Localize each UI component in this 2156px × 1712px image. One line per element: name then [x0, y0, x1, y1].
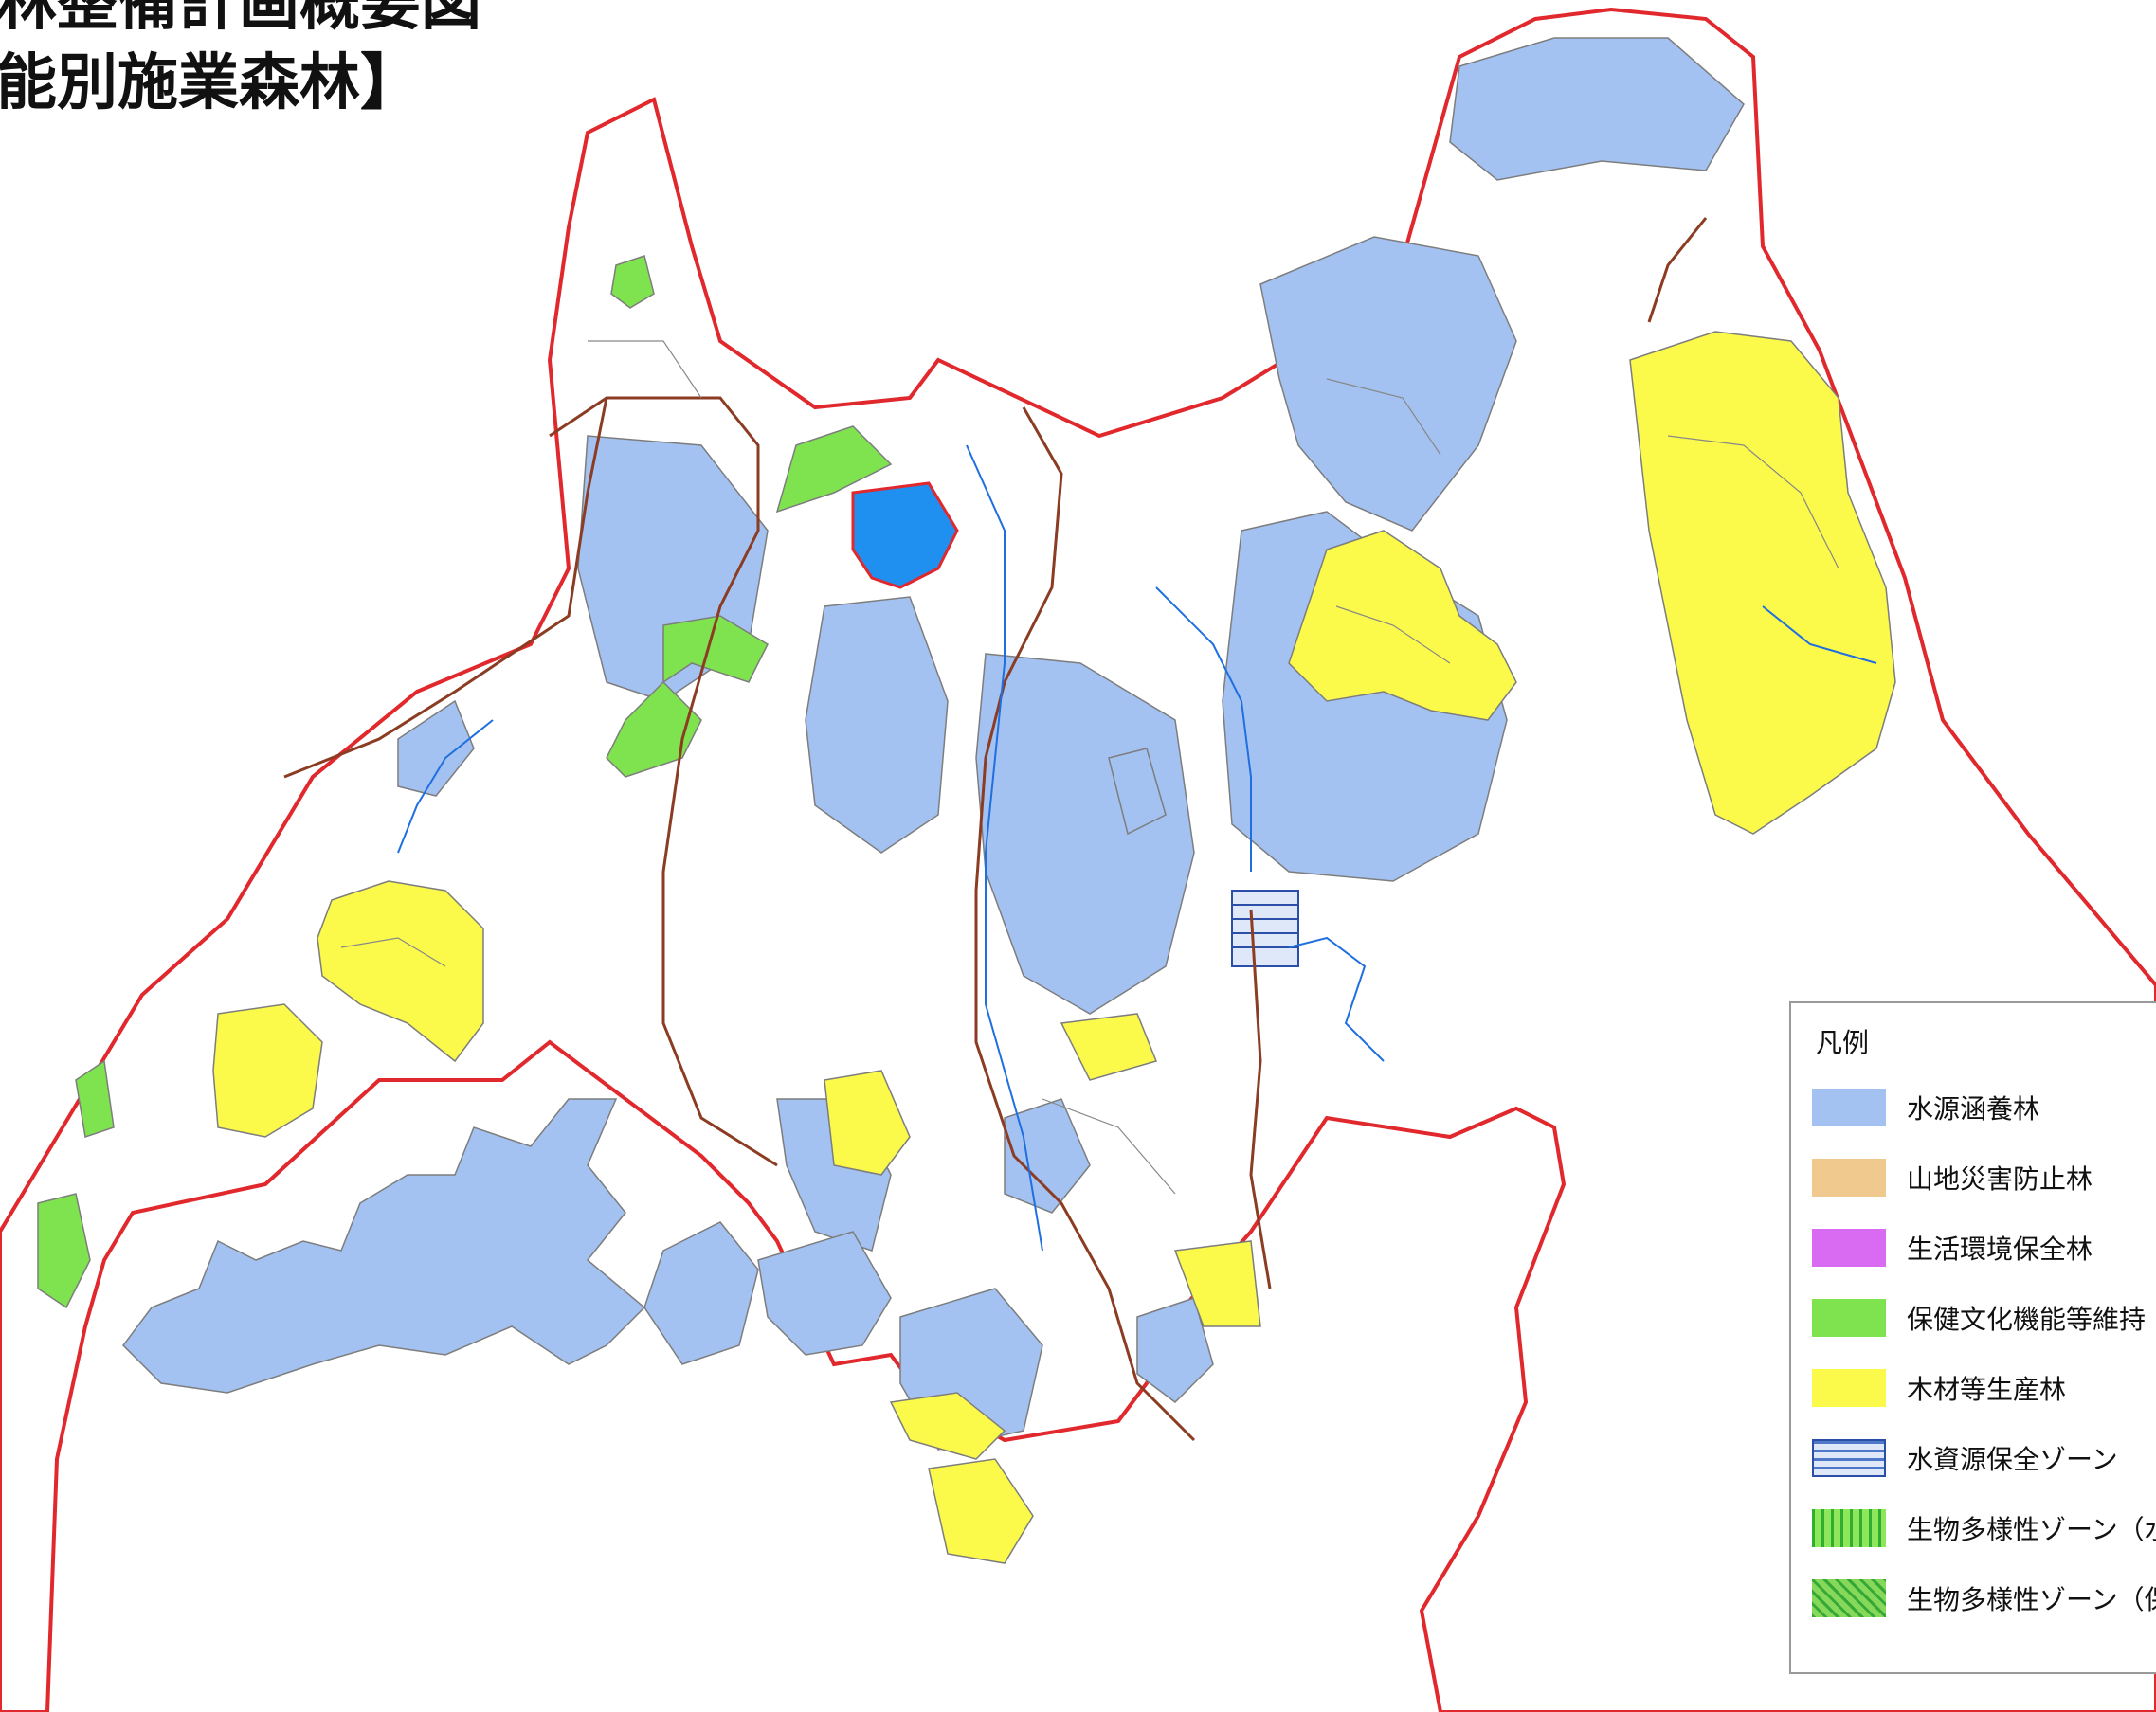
compartment-lines: [340, 340, 1839, 1195]
legend-item-landslide-prevention-forest: 山地災害防止林: [1812, 1154, 2156, 1201]
swatch-water-source-forest: [1812, 1089, 1886, 1126]
legend-label: 生物多様性ゾーン（保: [1907, 1584, 2156, 1615]
swatch-water-resource-zone: [1812, 1439, 1886, 1477]
legend-item-health-culture-forest: 保健文化機能等維持: [1812, 1294, 2156, 1342]
legend-label: 保健文化機能等維持: [1907, 1304, 2147, 1335]
legend-item-water-source-forest: 水源涵養林: [1812, 1084, 2156, 1131]
water-resource-zone: [1231, 890, 1299, 967]
swatch-timber-production-forest: [1812, 1369, 1886, 1407]
legend-label: 水資源保全ゾーン: [1907, 1444, 2118, 1475]
legend-label: 木材等生産林: [1907, 1374, 2067, 1405]
legend-title: 凡例: [1816, 1027, 1870, 1058]
legend-item-timber-production-forest: 木材等生産林: [1812, 1364, 2156, 1412]
legend-item-biodiversity-zone-water: 生物多様性ゾーン（水: [1812, 1505, 2156, 1552]
legend-label: 生物多様性ゾーン（水: [1907, 1514, 2156, 1545]
timber-production-forest-areas: [212, 331, 1896, 1564]
legend-item-living-environment-forest: 生活環境保全林: [1812, 1224, 2156, 1271]
map-title-line-1: 林整備計画概要図: [0, 0, 481, 39]
lake: [851, 481, 959, 589]
rivers: [397, 444, 1877, 1252]
swatch-landslide-prevention-forest: [1812, 1159, 1886, 1197]
legend-label: 山地災害防止林: [1907, 1163, 2093, 1195]
legend-label: 水源涵養林: [1907, 1093, 2040, 1125]
swatch-health-culture-forest: [1812, 1299, 1886, 1337]
major-roads: [283, 217, 1708, 1442]
swatch-biodiversity-zone-health: [1812, 1579, 1886, 1617]
swatch-biodiversity-zone-water: [1812, 1509, 1886, 1547]
health-culture-forest-areas: [37, 255, 893, 1309]
legend-item-biodiversity-zone-health: 生物多様性ゾーン（保: [1812, 1575, 2156, 1622]
legend-label: 生活環境保全林: [1907, 1234, 2093, 1265]
legend-item-water-resource-zone: 水資源保全ゾーン: [1812, 1434, 2156, 1482]
map-title-line-2: 能別施業森林】: [0, 48, 421, 118]
water-source-forest-areas: [122, 37, 1745, 1451]
map-legend: 凡例 水源涵養林 山地災害防止林 生活環境保全林 保健文化機能等維持 木材等生産…: [1789, 1001, 2156, 1674]
swatch-living-environment-forest: [1812, 1229, 1886, 1267]
